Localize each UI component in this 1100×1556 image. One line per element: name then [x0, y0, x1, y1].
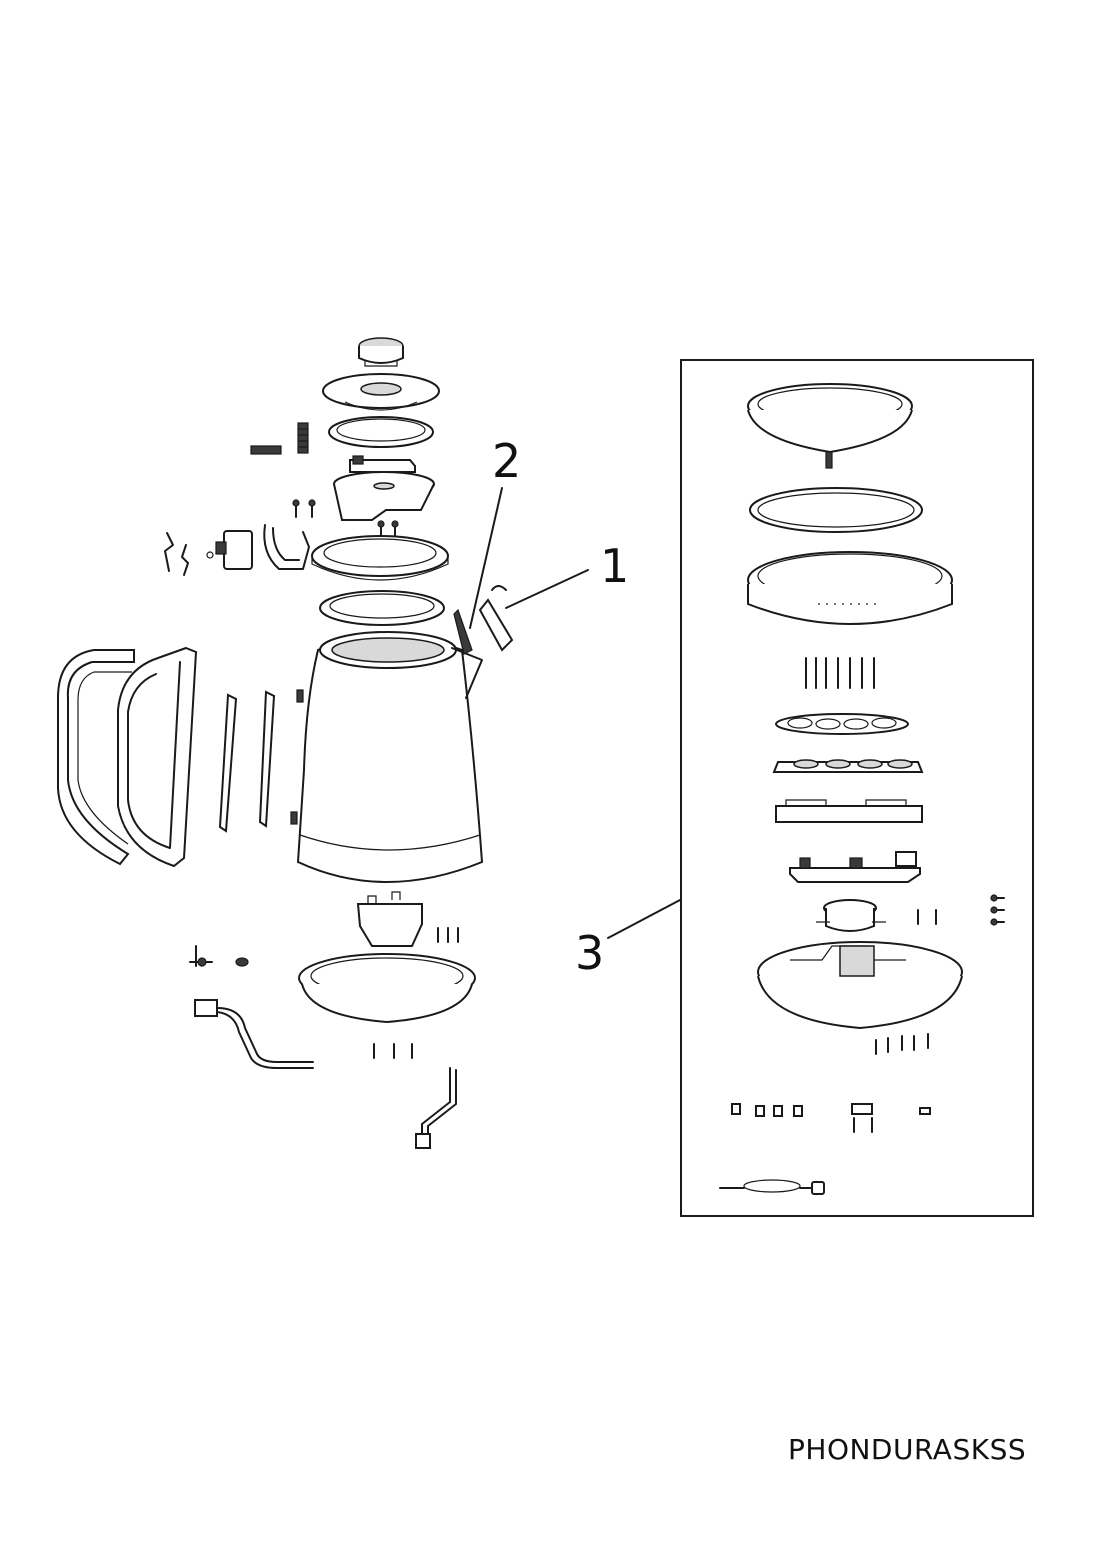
spring-horizontal	[250, 445, 282, 455]
handle-grip	[57, 649, 135, 866]
handle-clips	[290, 689, 304, 825]
callout-label-3: 3	[575, 926, 605, 980]
callout-leader-2	[469, 487, 503, 629]
spring-vertical	[297, 422, 309, 454]
base-seal-ring	[749, 487, 923, 533]
callout-label-1: 1	[600, 539, 630, 593]
spout-filter	[478, 585, 514, 652]
callout-label-2: 2	[492, 434, 522, 488]
lid-knob	[358, 337, 404, 367]
base-top-cover	[747, 383, 913, 469]
button-carrier	[772, 759, 924, 773]
base-ring-housing	[747, 551, 953, 625]
handle-frame	[117, 646, 198, 868]
led-pins	[805, 657, 875, 689]
lid-top-disc	[322, 373, 440, 411]
power-cord	[719, 1179, 825, 1195]
upper-seal-ring	[319, 590, 445, 626]
callout-leader-3	[607, 899, 681, 939]
rubber-feet	[731, 1103, 803, 1117]
base-screws-d	[875, 1033, 929, 1055]
button-caps	[775, 713, 909, 735]
model-code: PHONDURASKSS	[788, 1433, 1027, 1466]
power-lead	[415, 1067, 457, 1149]
lid-seal-ring	[328, 416, 434, 448]
switch-block	[206, 530, 253, 570]
element-wire	[194, 999, 314, 1069]
control-pcb	[789, 851, 921, 883]
thermostat-pin	[189, 945, 213, 967]
handle-trim-strip-a	[218, 693, 238, 833]
callout-leader-1	[505, 569, 589, 609]
nut-washer	[235, 957, 249, 967]
base-assembly-box	[680, 359, 1034, 1217]
button-frame	[775, 799, 923, 823]
water-level-window	[453, 608, 473, 655]
small-clip	[919, 1107, 931, 1115]
base-bottom-tray	[757, 941, 963, 1030]
hinge-bracket	[263, 524, 310, 570]
handle-trim-strip-b	[258, 690, 276, 828]
base-screws-a	[437, 927, 459, 943]
base-screws-c	[917, 894, 1005, 926]
lid-latch-bar	[349, 455, 416, 473]
base-connector-socket	[816, 899, 886, 932]
top-collar-ring	[311, 535, 449, 581]
kettle-body	[296, 631, 484, 883]
switch-lever	[164, 532, 189, 576]
base-connector	[356, 891, 423, 947]
small-bracket	[851, 1103, 873, 1133]
base-screws-b	[373, 1043, 413, 1059]
kettle-base-bowl	[298, 953, 476, 1024]
lid-inner-housing	[333, 471, 435, 521]
lid-screws	[292, 499, 399, 537]
